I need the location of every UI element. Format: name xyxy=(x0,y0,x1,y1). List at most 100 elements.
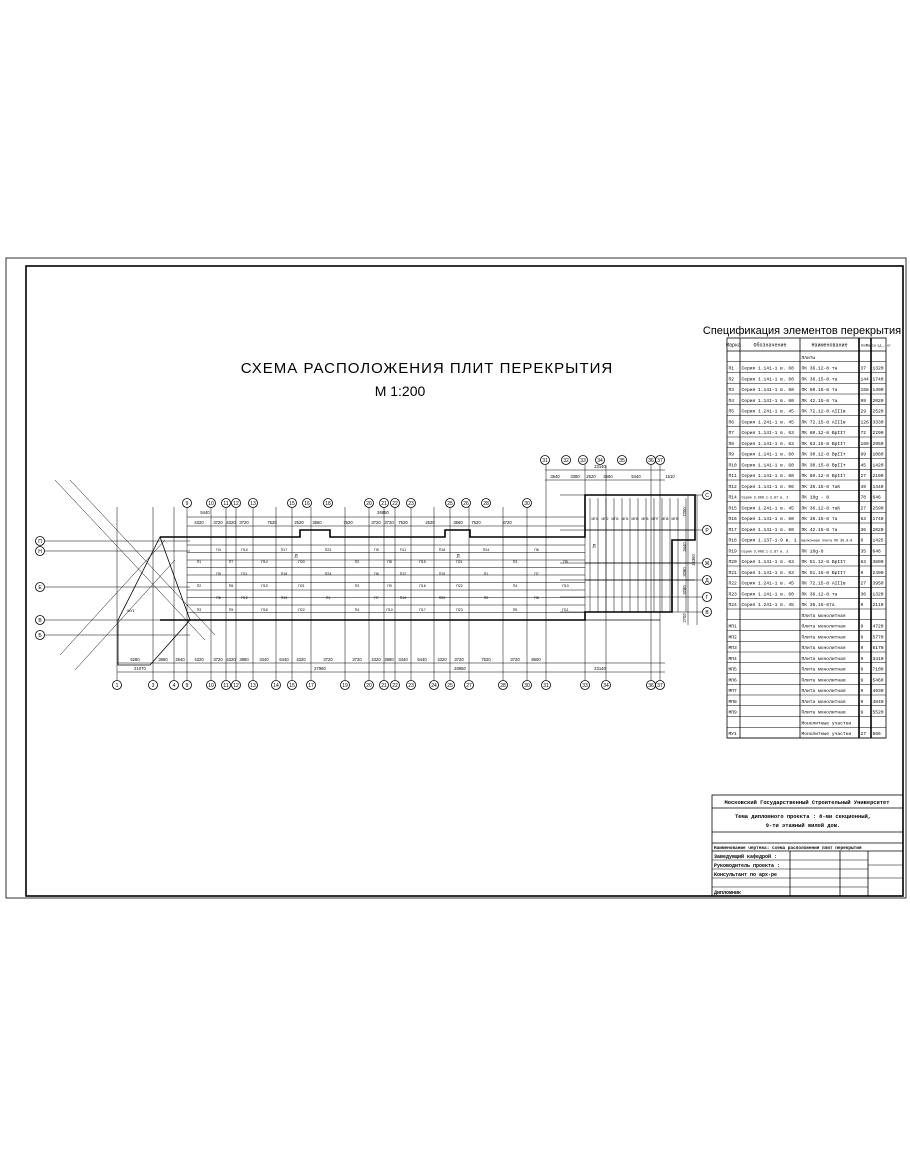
inner-frame xyxy=(25,265,904,897)
axis-label: 37 xyxy=(657,458,663,464)
spec-cell: ПК 42.15-8 та xyxy=(802,398,838,404)
spec-cell: П16 xyxy=(729,516,738,522)
spec-cell: Серия 1.241-1 в. 45 xyxy=(742,602,795,608)
spec-cell: Плита монолитная xyxy=(802,656,846,662)
spec-cell: Плита монолитная xyxy=(802,710,846,716)
spec-cell: 45 xyxy=(861,462,867,468)
axis-circle xyxy=(287,498,297,508)
axis-bubble: Б xyxy=(35,630,45,640)
slab-mark: П19 xyxy=(439,572,446,576)
spec-cell: 9 xyxy=(861,602,864,608)
axis-label: 4 xyxy=(173,683,176,689)
axis-bubble: 16 xyxy=(302,498,312,508)
spec-cell: П23 xyxy=(729,591,738,597)
spec-cell: 27 xyxy=(861,473,867,479)
slab-mark: МП6 xyxy=(642,517,649,521)
spec-cell: 9 xyxy=(861,645,864,651)
dimension-label: 3440 xyxy=(682,542,687,552)
spec-cell: Серия 1.141-1 в. 60 xyxy=(742,516,795,522)
outer-frame xyxy=(5,257,907,899)
axis-bubble: 37 xyxy=(655,680,665,690)
axis-bubble: 36 xyxy=(646,680,656,690)
axis-circle xyxy=(302,498,312,508)
slab-mark: П16 xyxy=(261,608,268,612)
axis-circle xyxy=(522,680,532,690)
axis-circle xyxy=(429,680,439,690)
dimension-label: 3720 xyxy=(502,520,512,525)
axis-bubble: 9 xyxy=(182,498,192,508)
spec-header-cell: Масса ед., кг xyxy=(866,344,891,348)
axis-label: 15 xyxy=(289,501,295,507)
axis-circle xyxy=(481,498,491,508)
spec-cell: 2520 xyxy=(873,409,884,415)
dimension-label: 2540 xyxy=(175,657,185,662)
slab-mark: П4 xyxy=(355,608,360,612)
slab-mark: П8 xyxy=(534,596,539,600)
axis-bubble: 21 xyxy=(379,680,389,690)
axis-label: Б xyxy=(38,633,42,639)
axis-bubble: 23 xyxy=(406,498,416,508)
dimension-label: 2700 xyxy=(682,613,687,623)
spec-cell: МП4 xyxy=(729,656,738,662)
axis-bubble: 18 xyxy=(323,498,333,508)
diagonal-axis xyxy=(69,479,216,636)
dimension-label: 7520 xyxy=(267,520,277,525)
spec-cell: Серия 1.241-1 в. 45 xyxy=(742,581,795,587)
axis-bubble: Ж xyxy=(702,558,712,568)
axis-circle xyxy=(445,680,455,690)
spec-cell: П1 xyxy=(729,366,735,372)
spec-cell: 9 xyxy=(861,634,864,640)
axis-bubble: 35 xyxy=(617,455,627,465)
slab-mark: П7 xyxy=(229,560,234,564)
slab-mark: П11 xyxy=(562,608,568,612)
axis-bubble: 20 xyxy=(364,498,374,508)
axis-circle xyxy=(617,455,627,465)
slab-mark: МП5 xyxy=(632,517,639,521)
slab-mark: П9 xyxy=(229,608,234,612)
spec-cell: П5 xyxy=(729,409,735,415)
spec-cell: 37 xyxy=(861,366,867,372)
dimension-label: 3280 xyxy=(682,585,687,595)
spec-cell: ПК 60.12-8 ВрIIт xyxy=(802,473,846,479)
spec-cell: П17 xyxy=(729,527,738,533)
axis-label: 18 xyxy=(325,501,331,507)
dimension-label: 2520 xyxy=(425,520,435,525)
axis-bubble: 12 xyxy=(231,498,241,508)
slab-mark: П1 xyxy=(484,572,489,576)
spec-cell: ПК 60.12-8 ВрIIт xyxy=(802,430,846,436)
spec-cell: Серия 1.141-1 в. 60 xyxy=(742,376,795,382)
diagonal-axis xyxy=(59,539,166,656)
dimension-label: 3720 xyxy=(213,520,223,525)
axis-label: 11 xyxy=(223,683,228,689)
slab-mark: П10 xyxy=(386,608,393,612)
axis-bubble: Р xyxy=(702,525,712,535)
spec-cell: МП8 xyxy=(729,699,738,705)
dimension-label: 6440 xyxy=(279,657,289,662)
axis-bubble: 20 xyxy=(364,680,374,690)
axis-bubble: 33 xyxy=(580,680,590,690)
slab-mark: П5 xyxy=(374,548,379,552)
axis-bubble: 23 xyxy=(406,680,416,690)
axis-bubble: 28 xyxy=(481,498,491,508)
axis-label: П xyxy=(38,539,42,545)
dimension-label: 3720 xyxy=(454,657,464,662)
stair-mark: Л xyxy=(294,554,297,560)
slab-mark: П10 xyxy=(562,584,569,588)
spec-cell: 5770 xyxy=(873,634,884,640)
dimension-label: 4320 xyxy=(437,657,447,662)
spec-cell: 666 xyxy=(873,731,882,737)
axis-bubble: 36 xyxy=(646,455,656,465)
axis-label: 31 xyxy=(543,683,549,689)
axis-label: 17 xyxy=(308,683,314,689)
axis-circle xyxy=(702,607,712,617)
axis-circle xyxy=(702,558,712,568)
spec-cell: 3800 xyxy=(873,559,884,565)
slab-mark: МП8 xyxy=(662,517,669,521)
axis-label: С xyxy=(705,493,709,499)
spec-cell: МП3 xyxy=(729,645,738,651)
slab-mark: П20 xyxy=(439,596,446,600)
axis-bubble: 9 xyxy=(182,680,192,690)
slab-mark: П18 xyxy=(281,572,288,576)
axis-bubble: 1 xyxy=(112,680,122,690)
axis-label: 10 xyxy=(208,683,214,689)
